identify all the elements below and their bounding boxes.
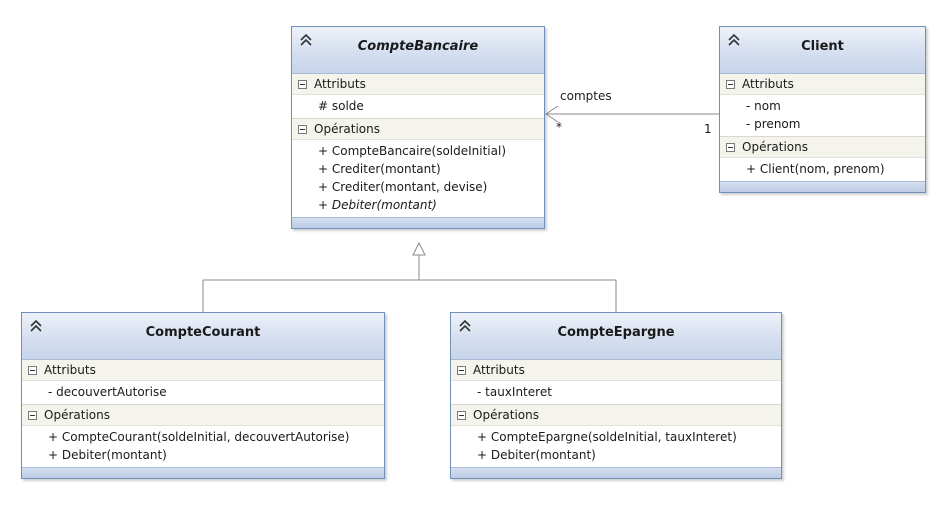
double-chevron-up-icon[interactable] [299, 33, 313, 47]
class-compte-courant[interactable]: CompteCourant Attributs - decouvertAutor… [21, 312, 385, 479]
class-client[interactable]: Client Attributs - nom - prenom Opératio… [719, 26, 926, 193]
attribute[interactable]: # solde [318, 99, 364, 113]
minus-box-icon[interactable] [298, 124, 307, 134]
operations-list: + Client(nom, prenom) [720, 158, 925, 181]
operation[interactable]: + CompteEpargne(soldeInitial, tauxIntere… [477, 430, 737, 444]
attributes-section-header[interactable]: Attributs [720, 74, 925, 95]
class-name: CompteEpargne [557, 325, 675, 340]
operation[interactable]: + Crediter(montant) [318, 162, 441, 176]
minus-box-icon[interactable] [726, 142, 735, 152]
class-name: CompteCourant [145, 325, 261, 340]
attribute[interactable]: - prenom [746, 117, 801, 131]
association-target-multiplicity: * [556, 120, 562, 134]
double-chevron-up-icon[interactable] [29, 319, 43, 333]
attributes-list: - nom - prenom [720, 95, 925, 136]
section-label: Opérations [473, 408, 539, 422]
class-footer [451, 467, 781, 478]
attribute[interactable]: - tauxInteret [477, 385, 552, 399]
class-footer [292, 217, 544, 228]
class-compte-epargne[interactable]: CompteEpargne Attributs - tauxInteret Op… [450, 312, 782, 479]
generalization-triangle [412, 241, 426, 256]
section-label: Attributs [473, 363, 525, 377]
operations-section-header[interactable]: Opérations [22, 404, 384, 426]
minus-box-icon[interactable] [457, 410, 466, 420]
class-name: CompteBancaire [357, 39, 479, 54]
double-chevron-up-icon[interactable] [458, 319, 472, 333]
double-chevron-up-icon[interactable] [727, 33, 741, 47]
attributes-list: - tauxInteret [451, 381, 781, 404]
class-header[interactable]: Client [720, 27, 925, 74]
class-header[interactable]: CompteCourant [22, 313, 384, 360]
association-source-multiplicity: 1 [704, 122, 712, 136]
class-footer [22, 467, 384, 478]
minus-box-icon[interactable] [28, 410, 37, 420]
attributes-section-header[interactable]: Attributs [451, 360, 781, 381]
minus-box-icon[interactable] [726, 79, 735, 89]
class-compte-bancaire[interactable]: CompteBancaire Attributs # solde Opérati… [291, 26, 545, 229]
operations-list: + CompteCourant(soldeInitial, decouvertA… [22, 426, 384, 467]
operations-section-header[interactable]: Opérations [451, 404, 781, 426]
section-label: Opérations [44, 408, 110, 422]
minus-box-icon[interactable] [298, 79, 307, 89]
section-label: Opérations [742, 140, 808, 154]
minus-box-icon[interactable] [28, 365, 37, 375]
section-label: Opérations [314, 122, 380, 136]
operations-section-header[interactable]: Opérations [292, 118, 544, 140]
association-arrow-head [545, 105, 559, 123]
operation[interactable]: + Debiter(montant) [477, 448, 596, 462]
section-label: Attributs [314, 77, 366, 91]
operations-list: + CompteBancaire(soldeInitial) + Credite… [292, 140, 544, 217]
class-name: Client [801, 39, 844, 54]
operation-abstract[interactable]: + Debiter(montant) [318, 198, 437, 212]
class-header[interactable]: CompteEpargne [451, 313, 781, 360]
operation[interactable]: + Client(nom, prenom) [746, 162, 885, 176]
section-label: Attributs [742, 77, 794, 91]
attributes-section-header[interactable]: Attributs [22, 360, 384, 381]
class-footer [720, 181, 925, 192]
minus-box-icon[interactable] [457, 365, 466, 375]
class-header[interactable]: CompteBancaire [292, 27, 544, 74]
attribute[interactable]: - decouvertAutorise [48, 385, 167, 399]
section-label: Attributs [44, 363, 96, 377]
operations-section-header[interactable]: Opérations [720, 136, 925, 158]
operations-list: + CompteEpargne(soldeInitial, tauxIntere… [451, 426, 781, 467]
attributes-list: # solde [292, 95, 544, 118]
attribute[interactable]: - nom [746, 99, 781, 113]
attributes-list: - decouvertAutorise [22, 381, 384, 404]
operation[interactable]: + CompteBancaire(soldeInitial) [318, 144, 507, 158]
operation[interactable]: + Debiter(montant) [48, 448, 167, 462]
operation[interactable]: + CompteCourant(soldeInitial, decouvertA… [48, 430, 350, 444]
attributes-section-header[interactable]: Attributs [292, 74, 544, 95]
operation[interactable]: + Crediter(montant, devise) [318, 180, 488, 194]
association-role-label: comptes [560, 89, 612, 103]
